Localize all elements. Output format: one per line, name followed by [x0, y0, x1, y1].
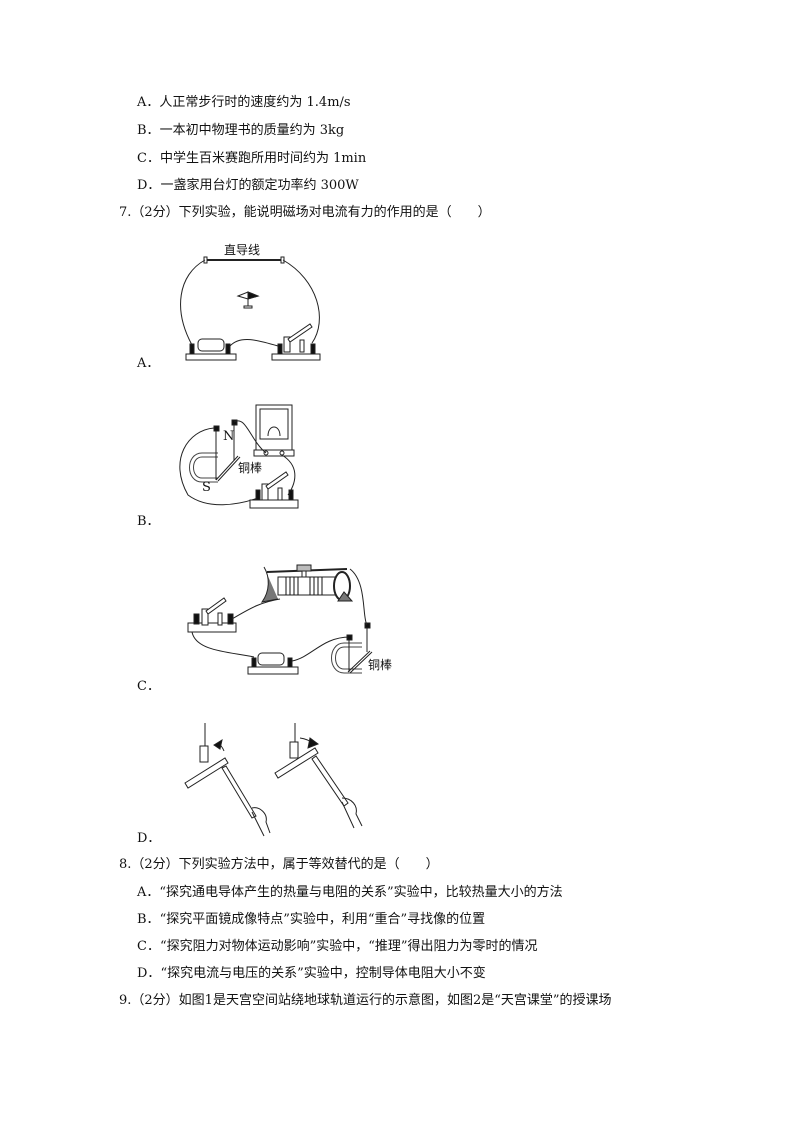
q8-option-b: B．“探究平面镜成像特点”实验中，利用“重合”寻找像的位置	[137, 912, 486, 927]
q7-option-a-label: A．	[137, 356, 160, 371]
svg-text:铜棒: 铜棒	[238, 460, 262, 475]
q9-stem: 9.（2分）如图1是天宫空间站绕地球轨道运行的示意图，如图2是“天宫课堂”的授课…	[119, 993, 612, 1008]
q7-figure-c-rheostat: 铜棒	[182, 557, 402, 677]
q7-option-b-label: B．	[137, 514, 160, 529]
svg-text:铜棒: 铜棒	[368, 657, 392, 672]
q7-figure-d-rod	[180, 718, 380, 843]
q8-option-c: C．“探究阻力对物体运动影响”实验中，“推理”得出阻力为零时的情况	[137, 939, 538, 954]
q8-option-d: D．“探究电流与电压的关系”实验中，控制导体电阻大小不变	[137, 966, 486, 981]
svg-text:N: N	[223, 429, 234, 444]
svg-text:S: S	[202, 480, 211, 495]
q6-option-c: C．中学生百米赛跑所用时间约为 1min	[137, 151, 367, 166]
q7-figure-b-induction: N S 铜棒	[168, 400, 313, 515]
q7-stem: 7.（2分）下列实验，能说明磁场对电流有力的作用的是（ ）	[119, 205, 491, 220]
q7-figure-a-oersted: 直导线	[178, 240, 338, 365]
q6-option-a: A．人正常步行时的速度约为 1.4m/s	[137, 95, 351, 110]
q7-option-d-label: D．	[137, 831, 161, 846]
q6-option-d: D．一盏家用台灯的额定功率约 300W	[137, 178, 359, 193]
q7-option-c-label: C．	[137, 679, 160, 694]
q6-option-b: B．一本初中物理书的质量约为 3kg	[137, 123, 345, 138]
svg-text:直导线: 直导线	[224, 243, 260, 257]
q8-option-a: A．“探究通电导体产生的热量与电阻的关系”实验中，比较热量大小的方法	[137, 885, 563, 900]
q8-stem: 8.（2分）下列实验方法中，属于等效替代的是（ ）	[119, 857, 439, 872]
